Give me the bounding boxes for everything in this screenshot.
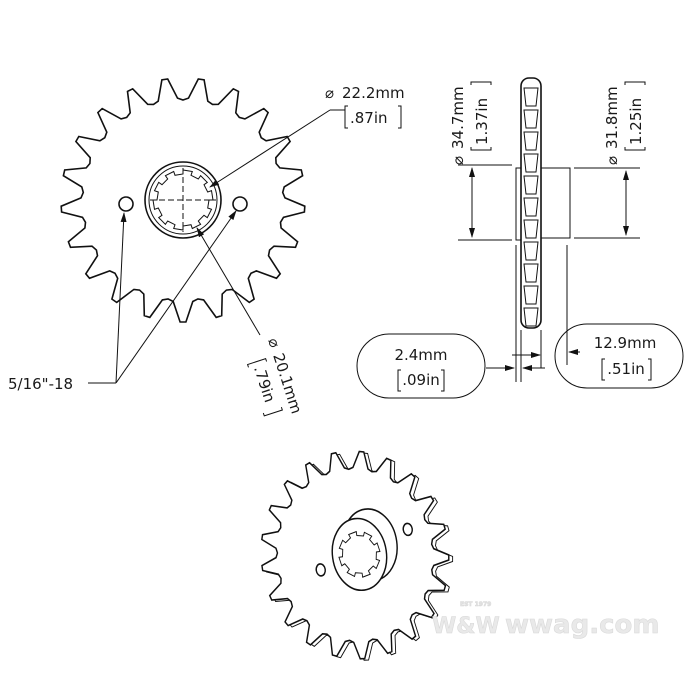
- plate-thickness-mm: 2.4mm: [394, 346, 447, 364]
- watermark-logo: EST 1979 W&W wwag.com: [432, 601, 660, 641]
- side-tooth: [523, 285, 539, 305]
- leader-spline: [196, 227, 261, 336]
- bracket: [470, 81, 492, 151]
- side-tooth: [523, 263, 539, 283]
- side-view: ⌀ 34.7mm 1.37in ⌀ 31.8mm 1.25in 2.4mm .0…: [356, 77, 684, 399]
- isometric-view: [261, 450, 454, 661]
- outer-diameter-symbol: ⌀: [449, 156, 467, 165]
- side-teeth: [523, 87, 539, 327]
- spline-bore: [152, 169, 214, 231]
- bore-diameter-mm: 22.2mm: [342, 84, 405, 102]
- threaded-hole: [402, 522, 414, 537]
- threaded-hole: [315, 563, 326, 577]
- hub-inner-circle: [148, 165, 218, 235]
- side-tooth: [523, 197, 539, 217]
- leader-thread-left: [115, 212, 127, 384]
- side-tooth: [523, 219, 539, 239]
- sprocket-outline: [60, 78, 306, 323]
- watermark-site: wwag.com: [505, 610, 659, 640]
- callout-hub-length: [554, 323, 684, 389]
- hub-diameter-mm: 31.8mm: [603, 86, 621, 149]
- bore-diameter-inch: .87in: [350, 109, 388, 127]
- threaded-hole-right: [232, 196, 248, 212]
- bracket: [397, 369, 445, 392]
- threaded-hole-left: [118, 196, 134, 212]
- side-tooth: [523, 87, 539, 107]
- thread-label: 5/16"-18: [8, 375, 73, 393]
- side-tooth: [523, 241, 539, 261]
- callout-plate-thickness: [356, 333, 486, 399]
- side-tooth: [523, 109, 539, 129]
- hub-body: [540, 167, 571, 239]
- side-tooth: [523, 307, 539, 327]
- watermark-est: EST 1979: [460, 601, 491, 608]
- watermark-brand: W&W: [432, 614, 500, 639]
- spline-diameter-symbol: ⌀: [264, 336, 284, 350]
- hub-diameter-inch: 1.25in: [627, 98, 645, 145]
- bracket: [624, 81, 646, 151]
- side-tooth: [523, 131, 539, 151]
- hub-flange: [515, 167, 522, 241]
- front-view: ⌀ 22.2mm .87in ⌀ 20.1mm .79in 5/16"-18: [8, 78, 405, 417]
- leader-bore: [209, 109, 331, 188]
- hub-length-inch: .51in: [607, 360, 645, 378]
- spline-bore: [338, 530, 381, 578]
- bracket: [246, 358, 283, 417]
- hub-outer-circle: [144, 161, 222, 239]
- hub-length-mm: 12.9mm: [594, 334, 657, 352]
- bracket: [601, 358, 652, 381]
- bracket: [344, 105, 402, 129]
- hub-front: [331, 517, 388, 592]
- plate-thickness-inch: .09in: [402, 371, 440, 389]
- outer-diameter-mm: 34.7mm: [449, 86, 467, 149]
- side-tooth: [523, 175, 539, 195]
- side-tooth: [523, 153, 539, 173]
- outer-diameter-inch: 1.37in: [473, 98, 491, 145]
- hub-diameter-symbol: ⌀: [603, 156, 621, 165]
- leader-thread-right: [115, 210, 237, 384]
- bore-diameter-symbol: ⌀: [325, 84, 334, 102]
